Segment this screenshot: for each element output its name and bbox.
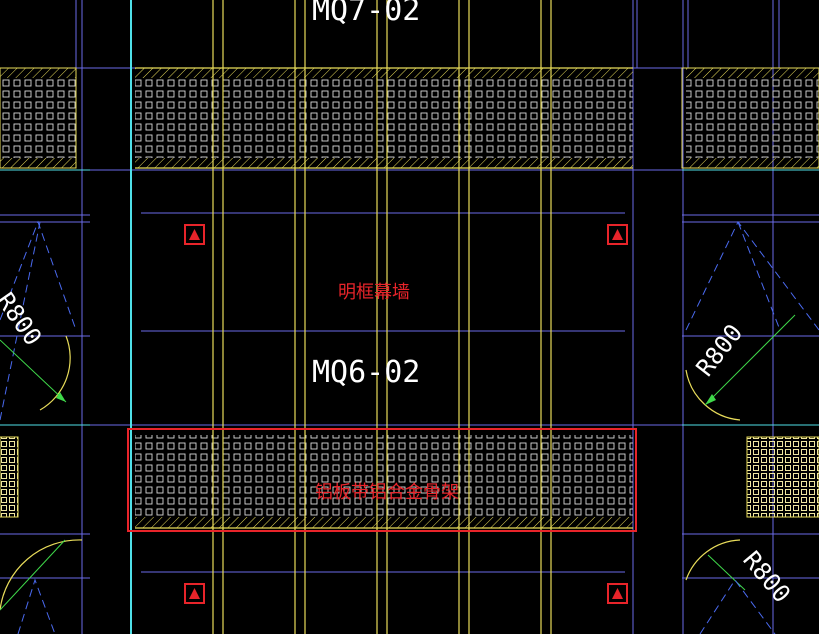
yellow-mullions — [135, 0, 633, 634]
aluminum-panel-label: 铝板带铝合金骨架 — [315, 482, 459, 503]
top-panel-code: MQ7-02 — [312, 0, 420, 28]
elevation-marker-icon — [184, 224, 205, 245]
elevation-marker-icon — [607, 224, 628, 245]
elevation-marker-icon — [607, 583, 628, 604]
radius-label-left: R800 — [0, 287, 47, 350]
cyan-thin-lines — [0, 169, 819, 426]
elevation-marker-icon — [184, 583, 205, 604]
radius-label-right: R800 — [691, 319, 749, 382]
mid-panel-code: MQ6-02 — [312, 355, 420, 390]
selection-highlight-box[interactable] — [127, 428, 637, 532]
top-aluminum-band — [0, 67, 819, 169]
bottom-aluminum-band — [0, 435, 819, 528]
left-arc-detail — [0, 220, 77, 421]
right-arc-detail — [685, 221, 819, 421]
bottom-arc-details — [0, 539, 776, 634]
radius-label-bottom-right: R800 — [737, 546, 796, 608]
curtain-wall-label: 明框幕墙 — [338, 282, 410, 303]
